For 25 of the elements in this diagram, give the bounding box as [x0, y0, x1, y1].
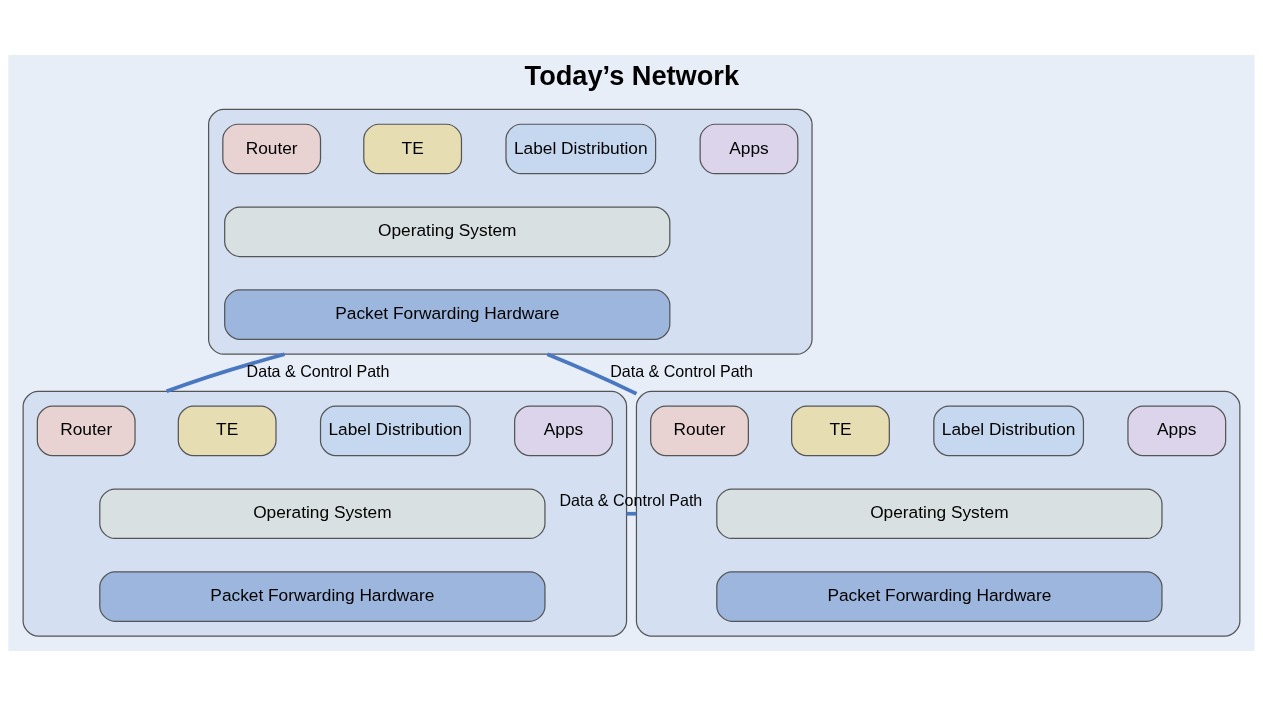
node-box: Operating System [716, 487, 1163, 539]
connector [626, 511, 637, 516]
node-box: Packet Forwarding Hardware [99, 570, 546, 622]
node-box: Label Distribution [319, 405, 471, 456]
node-box: Router [222, 123, 322, 174]
node-box: Packet Forwarding Hardware [716, 570, 1163, 622]
node-box: Apps [1127, 405, 1227, 456]
connector [546, 352, 638, 395]
node-box: TE [177, 405, 277, 456]
node-box: Router [36, 405, 136, 456]
node-box: Packet Forwarding Hardware [224, 288, 671, 340]
node-box: Apps [699, 123, 799, 174]
node-box: Operating System [99, 487, 546, 539]
node-box: Router [650, 405, 749, 456]
node-box: TE [363, 123, 463, 174]
connector [165, 351, 286, 393]
node-box: Label Distribution [933, 405, 1085, 456]
edge-label: Data & Control Path [610, 361, 754, 380]
node-box: Apps [514, 405, 613, 456]
node-box: TE [791, 405, 890, 456]
cluster [208, 108, 813, 355]
node-box: Label Distribution [505, 123, 657, 174]
edge-label: Data & Control Path [246, 361, 390, 380]
node-box: Operating System [224, 205, 671, 257]
diagram-title: Today’s Network [524, 59, 740, 91]
